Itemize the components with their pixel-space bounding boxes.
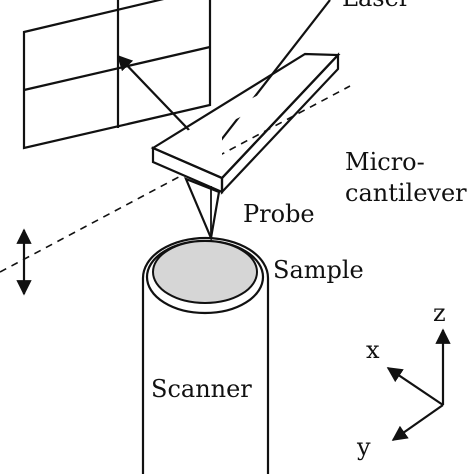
axis-x-label: x (366, 336, 380, 364)
scanner-label: Scanner (151, 375, 252, 403)
microcantilever (150, 52, 341, 195)
sample (145, 239, 265, 315)
scanner-cylinder (141, 236, 270, 474)
axis-z-label: z (433, 299, 446, 327)
photodetector (22, 0, 212, 150)
probe-label: Probe (243, 200, 315, 228)
coordinate-axes (386, 328, 451, 441)
axis-y-label: y (356, 433, 371, 461)
sample-label: Sample (273, 256, 364, 284)
microcantilever-label-line1: Micro- (345, 148, 425, 176)
microcantilever-label-line2: cantilever (345, 179, 467, 207)
laser-label: Laser (342, 0, 411, 12)
probe-tip (183, 177, 221, 242)
